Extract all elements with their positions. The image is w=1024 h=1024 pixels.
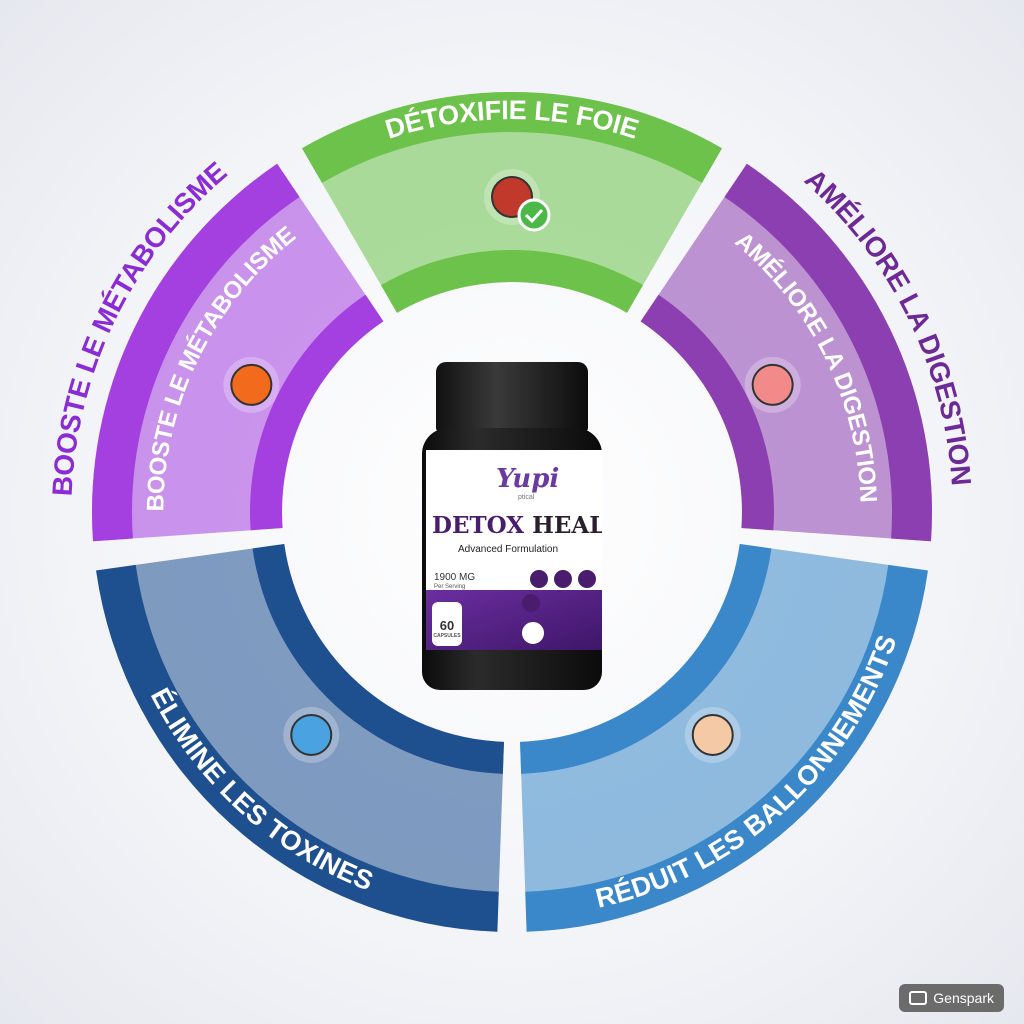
segment-toxines (96, 544, 504, 932)
genspark-icon (909, 991, 928, 1005)
segment-fill (92, 163, 384, 542)
lungs-icon (522, 622, 544, 644)
segment-outer-band (525, 564, 928, 932)
liver-check-icon (484, 169, 551, 232)
count-unit: CAPSULES (433, 633, 461, 639)
segment-outer-band (302, 92, 722, 183)
toxin-elimination-icon (283, 706, 340, 763)
watermark-text: Genspark (933, 990, 994, 1006)
segment-outer-band (92, 163, 300, 542)
product-subtitle: Advanced Formulation (458, 544, 559, 555)
segment-fill (640, 163, 933, 542)
segment-foie (302, 92, 722, 313)
segment-inner-band (250, 294, 384, 531)
intestine-icon (554, 570, 572, 588)
stomach-small-icon (578, 570, 596, 588)
waist-measure-icon (684, 706, 741, 763)
bottle-label: Yupi ptical DETOX HEALT Advanced Formula… (426, 450, 602, 650)
count-value: 60 (439, 618, 455, 633)
segment-outer-band (96, 564, 499, 932)
product-name-part2: HEALT (532, 512, 602, 539)
product-name: DETOX HEALT (432, 512, 602, 539)
segment-metabolisme (92, 163, 384, 542)
bottle-cap (436, 362, 588, 432)
segment-ballonnements (520, 544, 928, 932)
segment-inner-band (520, 544, 772, 774)
brand-logo: Yupi (496, 464, 560, 494)
product-bottle: Yupi ptical DETOX HEALT Advanced Formula… (418, 362, 606, 692)
stomach-icon (744, 356, 801, 413)
segment-inner-band (640, 294, 774, 531)
brand-sub: ptical (518, 494, 535, 501)
segment-inner-band (252, 544, 504, 774)
product-dose: 1900 MG (434, 572, 476, 583)
segment-outer-band (724, 163, 933, 542)
watermark: Genspark (899, 984, 1004, 1012)
product-name-part1: DETOX (432, 512, 525, 539)
segment-digestion (640, 163, 933, 542)
segment-inner-band (381, 249, 643, 313)
liver-small-icon (522, 594, 540, 612)
product-serving: Per Serving (434, 584, 466, 590)
flame-gear-icon (223, 356, 280, 413)
bottle-body: Yupi ptical DETOX HEALT Advanced Formula… (422, 428, 602, 690)
kidney-icon (530, 570, 548, 588)
